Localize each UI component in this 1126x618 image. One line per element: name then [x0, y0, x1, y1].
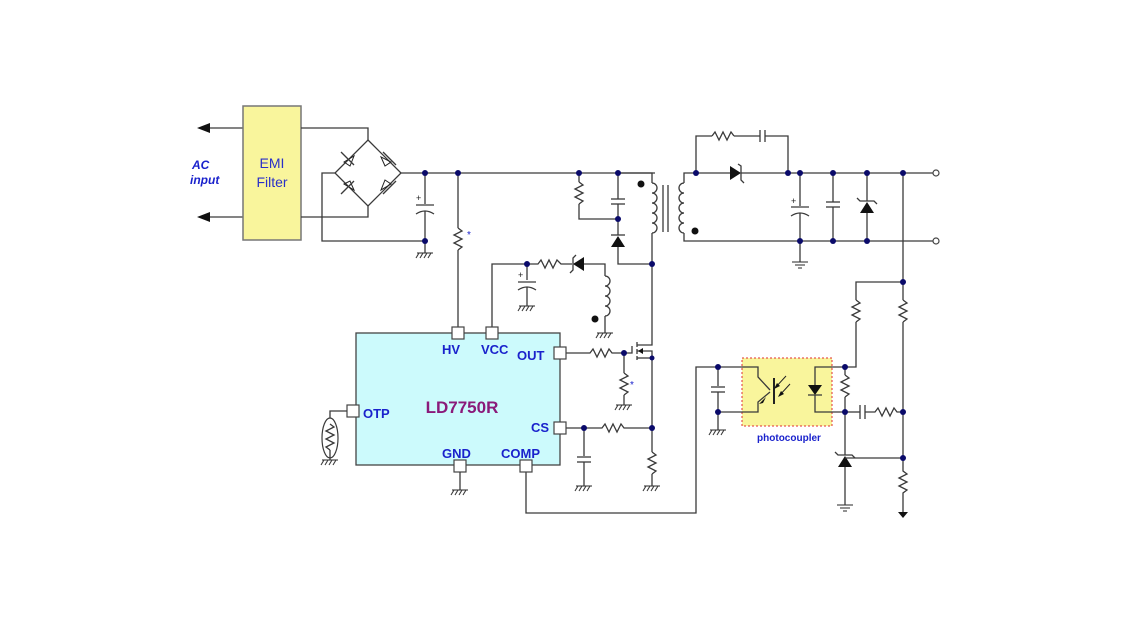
pin-gnd	[453, 459, 467, 473]
output-capacitor-2	[826, 173, 840, 241]
output-terminals	[932, 169, 940, 245]
emi-filter-label-line1: EMI	[260, 155, 285, 171]
svg-text:+: +	[518, 270, 523, 280]
bridge-input-wires	[301, 127, 369, 218]
pin-comp	[519, 459, 533, 473]
photocoupler-label: photocoupler	[757, 433, 821, 444]
controller-ic	[355, 332, 561, 466]
svg-text:+: +	[416, 193, 421, 203]
controller-part-number: LD7750R	[426, 398, 499, 417]
pin-label-comp: COMP	[501, 446, 540, 461]
vcc-aux-network: +	[491, 254, 614, 339]
output-capacitor-1: +	[790, 173, 810, 269]
mosfet-network	[566, 335, 661, 492]
output-zener	[856, 173, 878, 241]
ac-input-label-line2: input	[190, 173, 220, 187]
pin-label-gnd: GND	[442, 446, 471, 461]
photocoupler-block	[741, 357, 833, 427]
pin-label-otp: OTP	[363, 406, 390, 421]
pin-label-out: OUT	[517, 348, 545, 363]
pin-label-hv: HV	[442, 342, 460, 357]
hv-startup-resistor	[452, 173, 464, 327]
bridge-rectifier	[334, 139, 402, 207]
pin-hv	[451, 326, 465, 340]
optional-marker: *	[467, 230, 471, 241]
photocoupler-internals	[718, 366, 845, 413]
svg-text:+: +	[791, 196, 796, 206]
secondary-rectifier	[695, 130, 933, 184]
optional-marker-gate: *	[630, 380, 634, 391]
pin-label-vcc: VCC	[481, 342, 509, 357]
pin-vcc	[485, 326, 499, 340]
bridge-return-wire	[321, 172, 425, 242]
ac-input-arrows	[197, 123, 243, 222]
pin-cs	[553, 421, 567, 435]
junction-nodes	[422, 170, 906, 461]
otp-thermistor	[320, 410, 347, 466]
emi-filter-label-line2: Filter	[256, 174, 287, 190]
pin-label-cs: CS	[531, 420, 549, 435]
emi-filter-block	[242, 105, 302, 241]
feedback-network	[834, 173, 909, 518]
bulk-capacitor: +	[415, 173, 435, 259]
transformer	[618, 172, 937, 335]
ac-input-label-line1: AC	[191, 158, 210, 172]
pin-otp	[346, 404, 360, 418]
pin-out	[553, 346, 567, 360]
